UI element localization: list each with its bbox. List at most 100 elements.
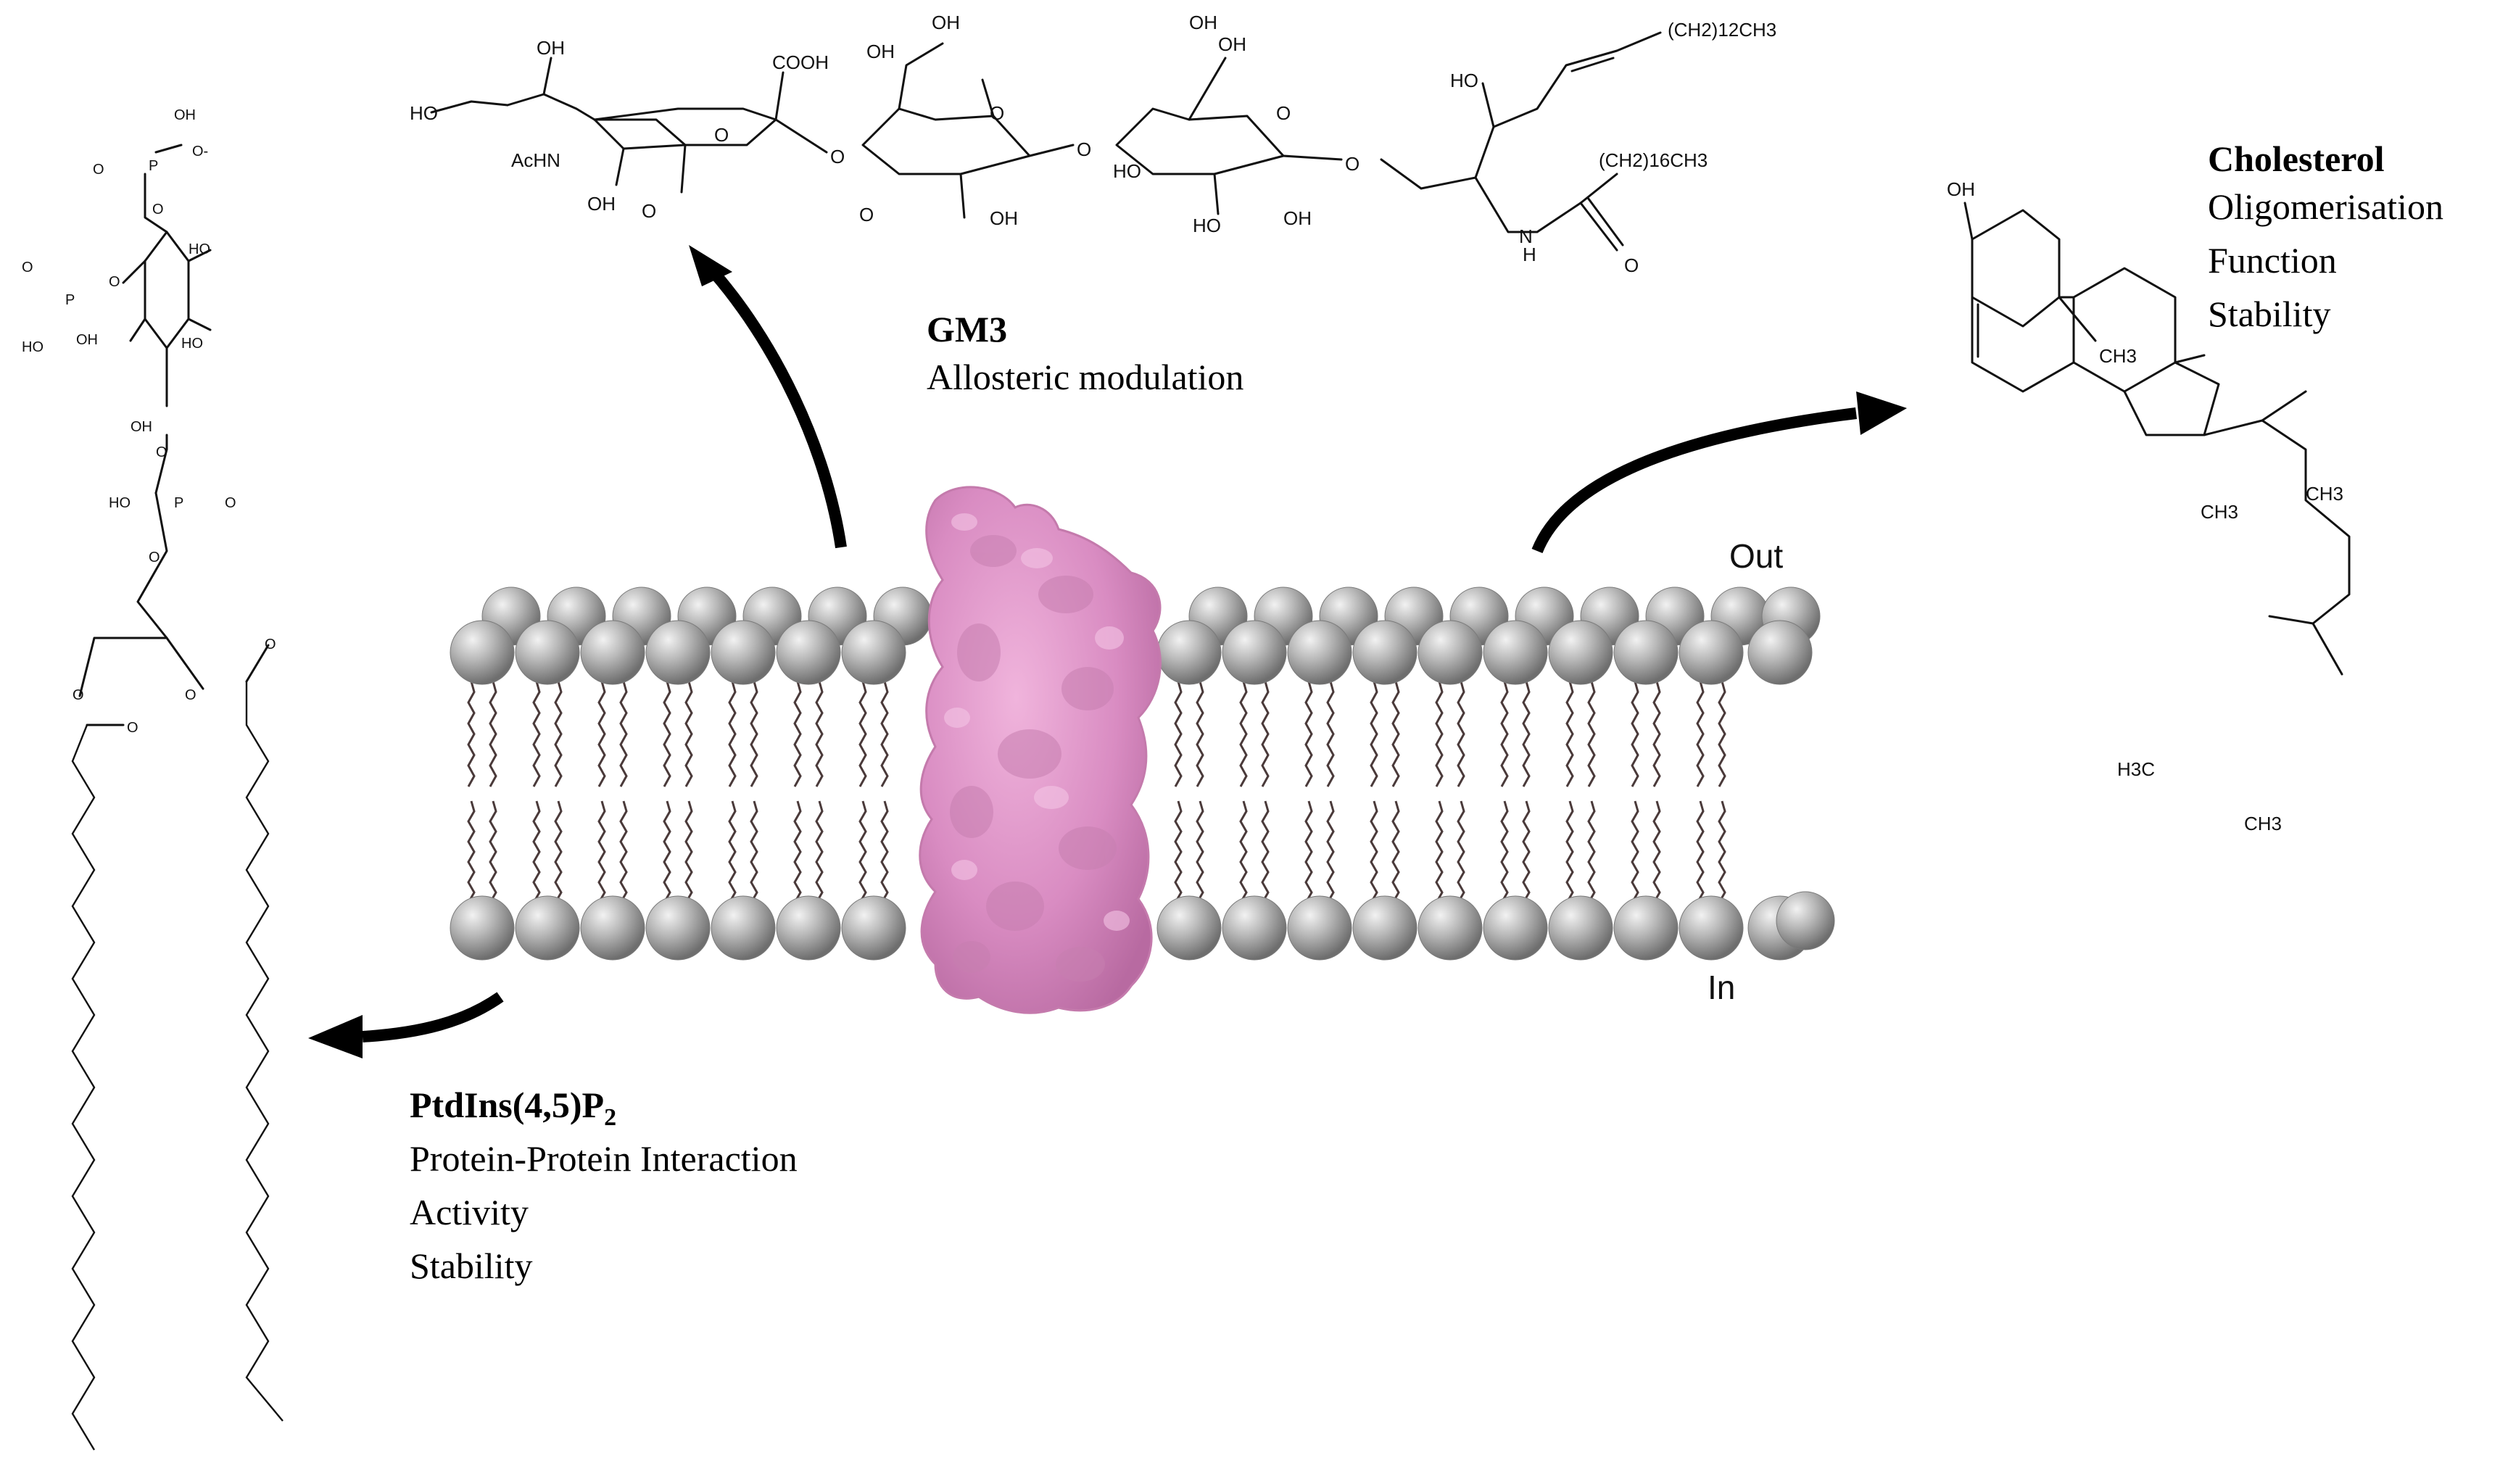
- lipid-head: [580, 895, 645, 961]
- gm3-atom-oh-3: OH: [932, 12, 960, 33]
- lipid-tails-upper: [467, 681, 1726, 787]
- pip2-atom-o-6: O: [225, 495, 236, 511]
- lipid-head: [450, 895, 515, 961]
- lipid-tail-bottom: [1652, 800, 1661, 903]
- gm3-role-1: Allosteric modulation: [927, 357, 1244, 397]
- cholesterol-title: Cholesterol: [2208, 138, 2385, 179]
- pip2-atom-oh-1: OH: [174, 107, 196, 123]
- pip2-atom-o-5: O: [156, 444, 167, 460]
- gm3-atom-oh-7: OH: [1283, 207, 1312, 229]
- gm3-atom-o-9: O: [859, 204, 874, 225]
- pip2-atom-ho-3: HO: [181, 336, 203, 352]
- lipid-tail-top: [1370, 681, 1378, 787]
- lipid-tail-top: [619, 681, 628, 787]
- arrows: [308, 245, 1907, 1058]
- gm3-atom-ho-2: HO: [1113, 160, 1141, 182]
- lipid-head: [1156, 895, 1222, 961]
- lipid-tail-top: [728, 681, 737, 787]
- pip2-title: PtdIns(4,5)P2: [410, 1084, 798, 1132]
- lipid-head: [711, 895, 776, 961]
- gm3-atom-oh-6: OH: [1218, 33, 1246, 55]
- pip2-atom-p-3: P: [174, 495, 183, 511]
- pip2-atom-ho-2: HO: [22, 339, 44, 355]
- lipid-tail-top: [1196, 681, 1204, 787]
- arrowhead-pip2: [308, 1015, 363, 1058]
- lipid-head: [1352, 895, 1418, 961]
- gm3-atom-ho-3: HO: [1450, 70, 1478, 91]
- lipid-tail-top: [489, 681, 497, 787]
- gm3-atom-o-2: O: [830, 146, 845, 167]
- pip2-atom-o-1: O: [93, 162, 104, 178]
- lipid-tail-top: [1239, 681, 1248, 787]
- membrane-out-label: Out: [1729, 537, 1784, 575]
- lipid-head: [1418, 895, 1483, 961]
- lipid-head: [1483, 895, 1548, 961]
- lipid-tail-top: [880, 681, 889, 787]
- gm3-atom-cooh: COOH: [772, 51, 829, 73]
- lipid-tail-top: [684, 681, 693, 787]
- lipid-tail-bottom: [1718, 800, 1726, 903]
- gm3-atom-oh-1: OH: [537, 37, 565, 59]
- gm3-chain-16: (CH2)16CH3: [1599, 149, 1708, 171]
- lipid-tail-bottom: [1370, 800, 1378, 903]
- pip2-atom-p-2: P: [65, 292, 75, 308]
- lipid-tail-bottom: [1457, 800, 1465, 903]
- lipid-head: [776, 620, 841, 685]
- lipid-tail-top: [815, 681, 824, 787]
- gm3-atom-o-7: O: [642, 200, 656, 222]
- lipid-tail-bottom: [1261, 800, 1270, 903]
- lipid-head: [515, 895, 580, 961]
- membrane-protein: [919, 486, 1162, 1014]
- lipid-tail-bottom: [1239, 800, 1248, 903]
- lipid-tail-bottom: [815, 800, 824, 903]
- arrow-to-gm3: [703, 260, 847, 549]
- pip2-atom-o-4: O: [22, 260, 33, 275]
- lipid-head: [645, 620, 711, 685]
- pip2-atom-o-minus: O-: [192, 144, 208, 159]
- lipid-head: [450, 620, 515, 685]
- lipid-tail-bottom: [1587, 800, 1596, 903]
- lipid-head: [711, 620, 776, 685]
- lipid-head: [1287, 620, 1352, 685]
- gm3-atom-h: H: [1523, 244, 1536, 265]
- cholesterol-role-1: Oligomerisation: [2208, 186, 2443, 227]
- lipid-tail-bottom: [554, 800, 563, 903]
- pip2-label-block: PtdIns(4,5)P2 Protein-Protein Interactio…: [410, 1084, 798, 1293]
- pip2-atom-p-1: P: [149, 158, 158, 174]
- pip2-atom-o-8: O: [73, 687, 84, 703]
- lipid-head: [1222, 895, 1287, 961]
- pip2-role-1: Protein-Protein Interaction: [410, 1138, 798, 1179]
- gm3-atom-oh-5: OH: [990, 207, 1018, 229]
- lipid-tail-bottom: [1500, 800, 1509, 903]
- gm3-structure: HO OH COOH OH OH AcHN OH O O O O HO OH O…: [410, 12, 1776, 276]
- gm3-atom-oh-8: OH: [1189, 12, 1217, 33]
- lipid-tail-bottom: [663, 800, 671, 903]
- pip2-title-subscript: 2: [604, 1104, 617, 1131]
- pip2-atom-oh-2: OH: [76, 332, 98, 348]
- lipid-tails-lower: [467, 800, 1726, 903]
- lipid-tail-top: [1435, 681, 1444, 787]
- lipid-head: [1613, 895, 1679, 961]
- arrow-to-pip2: [362, 992, 504, 1042]
- chol-atom-ch3-3: CH3: [2306, 483, 2343, 505]
- lipid-head: [1679, 895, 1744, 961]
- lipid-head: [841, 895, 906, 961]
- lipid-head: [1548, 895, 1613, 961]
- pip2-atom-o-11: O: [127, 720, 138, 736]
- lipid-tail-bottom: [619, 800, 628, 903]
- lipid-head: [841, 620, 906, 685]
- lipid-tail-top: [1261, 681, 1270, 787]
- lipid-head: [1287, 895, 1352, 961]
- lipid-head: [645, 895, 711, 961]
- pip2-acyl-chain-2: [245, 681, 284, 1422]
- lipid-head: [1548, 620, 1613, 685]
- lipid-tail-bottom: [793, 800, 802, 903]
- gm3-atom-ho-1: HO: [410, 102, 438, 124]
- gm3-atom-o-1: O: [714, 124, 729, 146]
- lipid-tail-top: [663, 681, 671, 787]
- lipid-tail-top: [1457, 681, 1465, 787]
- pip2-atom-o-7: O: [149, 550, 160, 565]
- gm3-atom-o-3: O: [990, 102, 1004, 124]
- lipid-head: [1418, 620, 1483, 685]
